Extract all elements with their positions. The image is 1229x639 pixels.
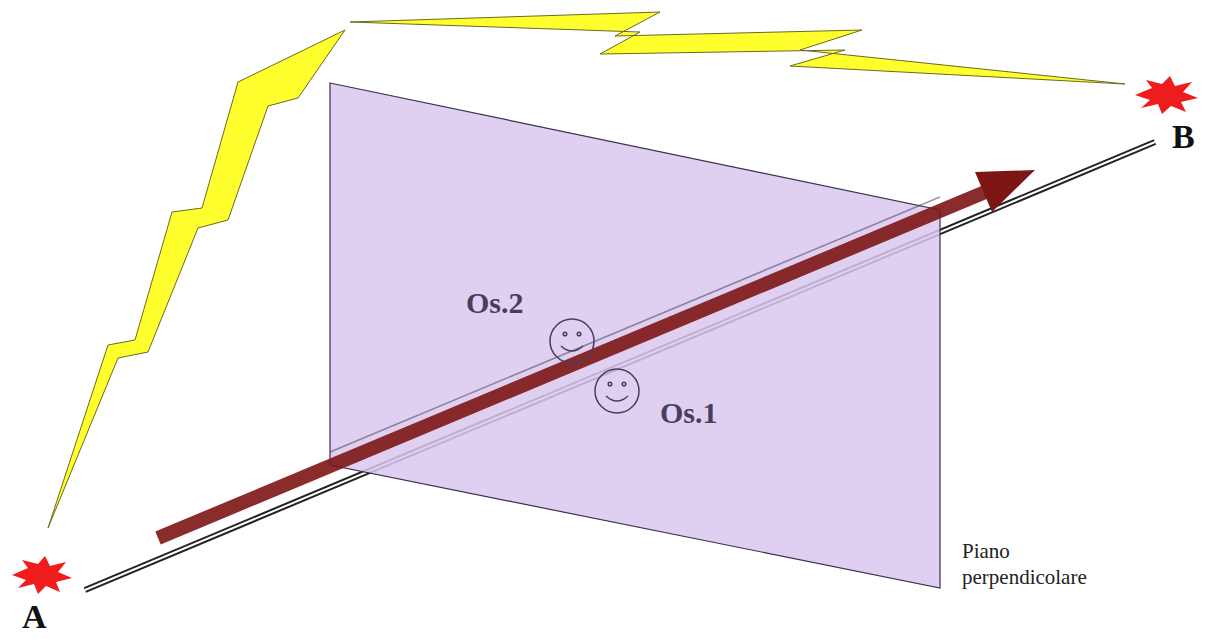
lightning-bolt <box>350 12 1125 84</box>
track-shadow <box>330 197 940 452</box>
observer-label: Os.2 <box>466 286 524 319</box>
observer-label: Os.1 <box>660 396 718 429</box>
lightning-bolt <box>48 30 345 528</box>
flash-star <box>12 556 72 594</box>
motion-arrow-head <box>975 170 1035 212</box>
flash-star <box>1135 76 1198 114</box>
point-label: B <box>1172 118 1195 155</box>
observer-face <box>550 319 594 363</box>
motion-arrow-shaft <box>158 190 990 538</box>
plane-label: Piano perpendicolare <box>962 538 1112 591</box>
observer-face <box>595 369 639 413</box>
point-label: A <box>22 598 47 635</box>
